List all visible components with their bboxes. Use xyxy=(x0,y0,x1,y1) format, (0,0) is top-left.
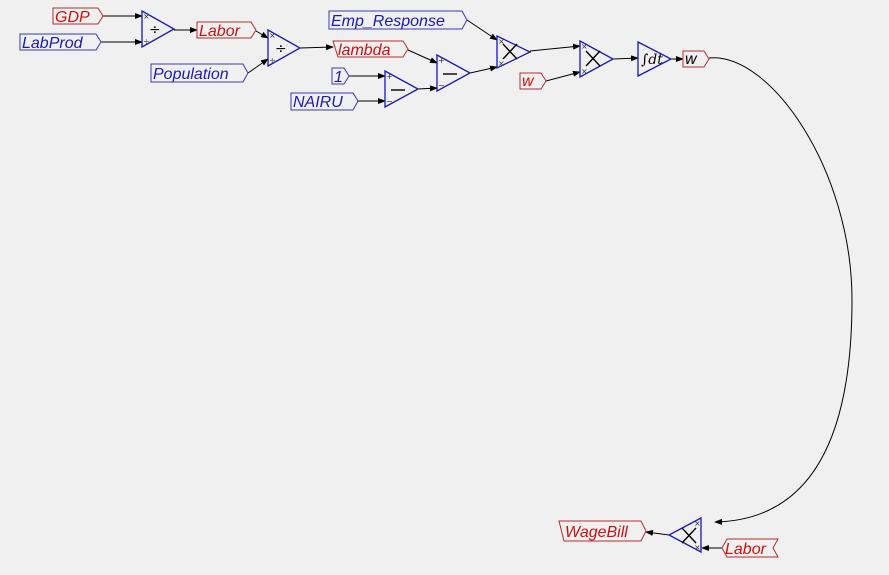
variable-one-label: 1 xyxy=(334,69,343,86)
multiply-operator-1[interactable]: × × xyxy=(496,34,532,70)
port-times: × xyxy=(581,42,588,51)
wire-w-to-multiply3[interactable] xyxy=(708,57,853,525)
wire-population-to-divide2[interactable] xyxy=(247,58,269,74)
multiply-symbol xyxy=(681,527,697,544)
port-times: × xyxy=(694,519,701,528)
wire-multiply2-to-integral[interactable] xyxy=(612,55,639,62)
wire-w-to-multiply2[interactable] xyxy=(545,70,581,82)
variable-wagebill-label: WageBill xyxy=(565,524,628,541)
variable-labor-input-label: Labor xyxy=(725,541,767,558)
variable-one[interactable]: 1 xyxy=(331,67,350,86)
wire-subtract1-to-subtract2[interactable] xyxy=(417,85,438,92)
wire-multiply1-to-multiply2[interactable] xyxy=(529,43,581,52)
divide-symbol: ÷ xyxy=(275,41,287,57)
variable-lambda-label: lambda xyxy=(338,42,391,59)
variable-w-output[interactable]: w xyxy=(682,50,710,68)
wire-divide2-to-lambda[interactable] xyxy=(299,44,334,51)
subtract-operator-2[interactable]: + − xyxy=(436,53,472,93)
wire-empresponse-to-multiply1[interactable] xyxy=(466,19,498,41)
multiply-operator-3[interactable]: × × xyxy=(667,516,702,554)
divide-symbol: ÷ xyxy=(149,22,161,38)
port-times: × xyxy=(498,37,505,46)
port-times: × xyxy=(694,543,701,552)
multiply-operator-2[interactable]: × × xyxy=(579,39,615,79)
variable-population-label: Population xyxy=(153,66,229,83)
variable-wagebill[interactable]: WageBill xyxy=(558,520,647,542)
variable-labprod[interactable]: LabProd xyxy=(19,33,102,52)
variable-labor-label: Labor xyxy=(199,23,241,40)
variable-labor-input[interactable]: Labor xyxy=(721,538,779,558)
variable-lambda[interactable]: lambda xyxy=(332,40,409,59)
port-plus: + xyxy=(438,56,445,65)
variable-w-input-label: w xyxy=(522,73,535,90)
port-divide: ÷ xyxy=(143,37,150,46)
wire-multiply3-to-wagebill[interactable] xyxy=(645,529,670,536)
divide-operator-2[interactable]: ÷ × ÷ xyxy=(267,28,302,68)
port-times: × xyxy=(581,67,588,76)
multiply-symbol xyxy=(585,50,601,67)
integral-operator[interactable]: ∫dt xyxy=(637,40,673,78)
port-divide: ÷ xyxy=(269,56,276,65)
variable-nairu[interactable]: NAIRU xyxy=(290,92,359,111)
port-minus: − xyxy=(386,97,393,106)
wires xyxy=(101,13,853,551)
variable-w-output-label: w xyxy=(685,51,698,68)
wire-lambda-to-subtract2[interactable] xyxy=(407,49,438,64)
port-plus: + xyxy=(386,72,393,81)
variable-gdp-label: GDP xyxy=(55,9,90,26)
variable-emp-response[interactable]: Emp_Response xyxy=(328,10,468,30)
port-minus: − xyxy=(438,81,445,90)
divide-operator-1[interactable]: ÷ × ÷ xyxy=(141,9,176,49)
variable-w-input[interactable]: w xyxy=(519,72,547,90)
variable-labor[interactable]: Labor xyxy=(196,21,257,40)
multiply-symbol xyxy=(502,43,518,60)
variable-nairu-label: NAIRU xyxy=(293,94,343,111)
wire-labor-to-divide2[interactable] xyxy=(255,30,269,39)
port-times: × xyxy=(143,12,150,21)
port-times: × xyxy=(498,59,505,68)
variable-gdp[interactable]: GDP xyxy=(52,7,104,26)
variable-population[interactable]: Population xyxy=(150,63,249,83)
port-times: × xyxy=(269,31,276,40)
wire-subtract2-to-multiply1[interactable] xyxy=(469,65,498,74)
variable-emp-response-label: Emp_Response xyxy=(331,13,445,30)
variable-labprod-label: LabProd xyxy=(22,35,84,52)
subtract-operator-1[interactable]: + − xyxy=(384,69,420,109)
integral-symbol: ∫dt xyxy=(641,52,663,68)
